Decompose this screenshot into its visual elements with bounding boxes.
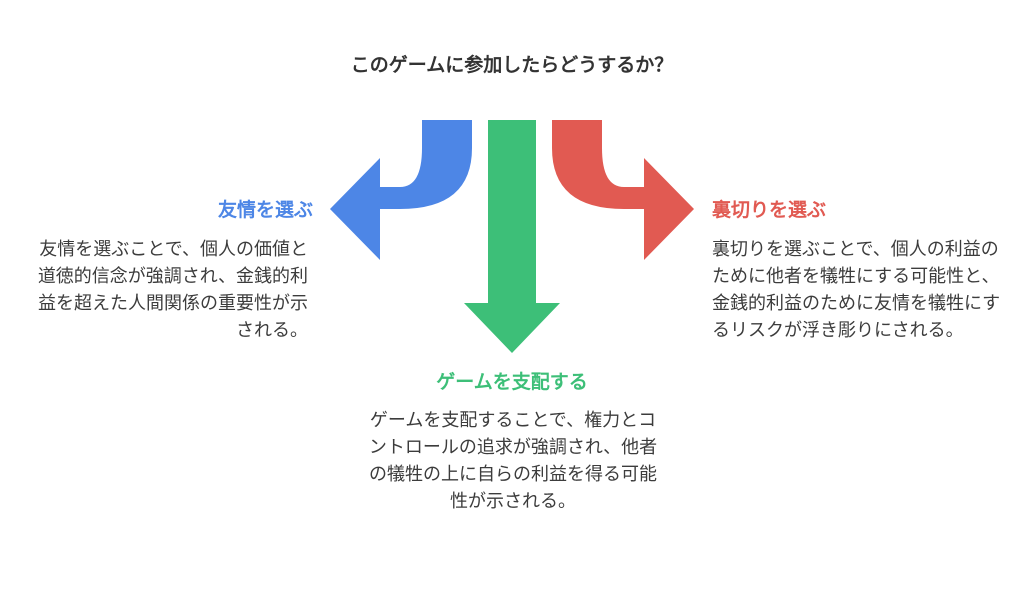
arrow-left-friendship xyxy=(330,120,472,260)
arrow-down-dominate xyxy=(464,120,560,353)
description-friendship: 友情を選ぶことで、個人の価値と道徳的信念が強調され、金銭的利益を超えた人間関係の… xyxy=(37,239,308,341)
description-dominate: ゲームを支配することで、権力とコントロールの追求が強調され、他者の犠牲の上に自ら… xyxy=(368,410,658,512)
arrow-right-betrayal xyxy=(552,120,694,260)
heading-betrayal: 裏切りを選ぶ xyxy=(712,199,827,221)
description-betrayal: 裏切りを選ぶことで、個人の利益のために他者を犠牲にする可能性と、金銭的利益のため… xyxy=(712,239,1001,341)
diagram-title: このゲームに参加したらどうするか？ xyxy=(350,54,674,76)
heading-friendship: 友情を選ぶ xyxy=(217,199,313,221)
heading-dominate: ゲームを支配する xyxy=(436,371,588,393)
